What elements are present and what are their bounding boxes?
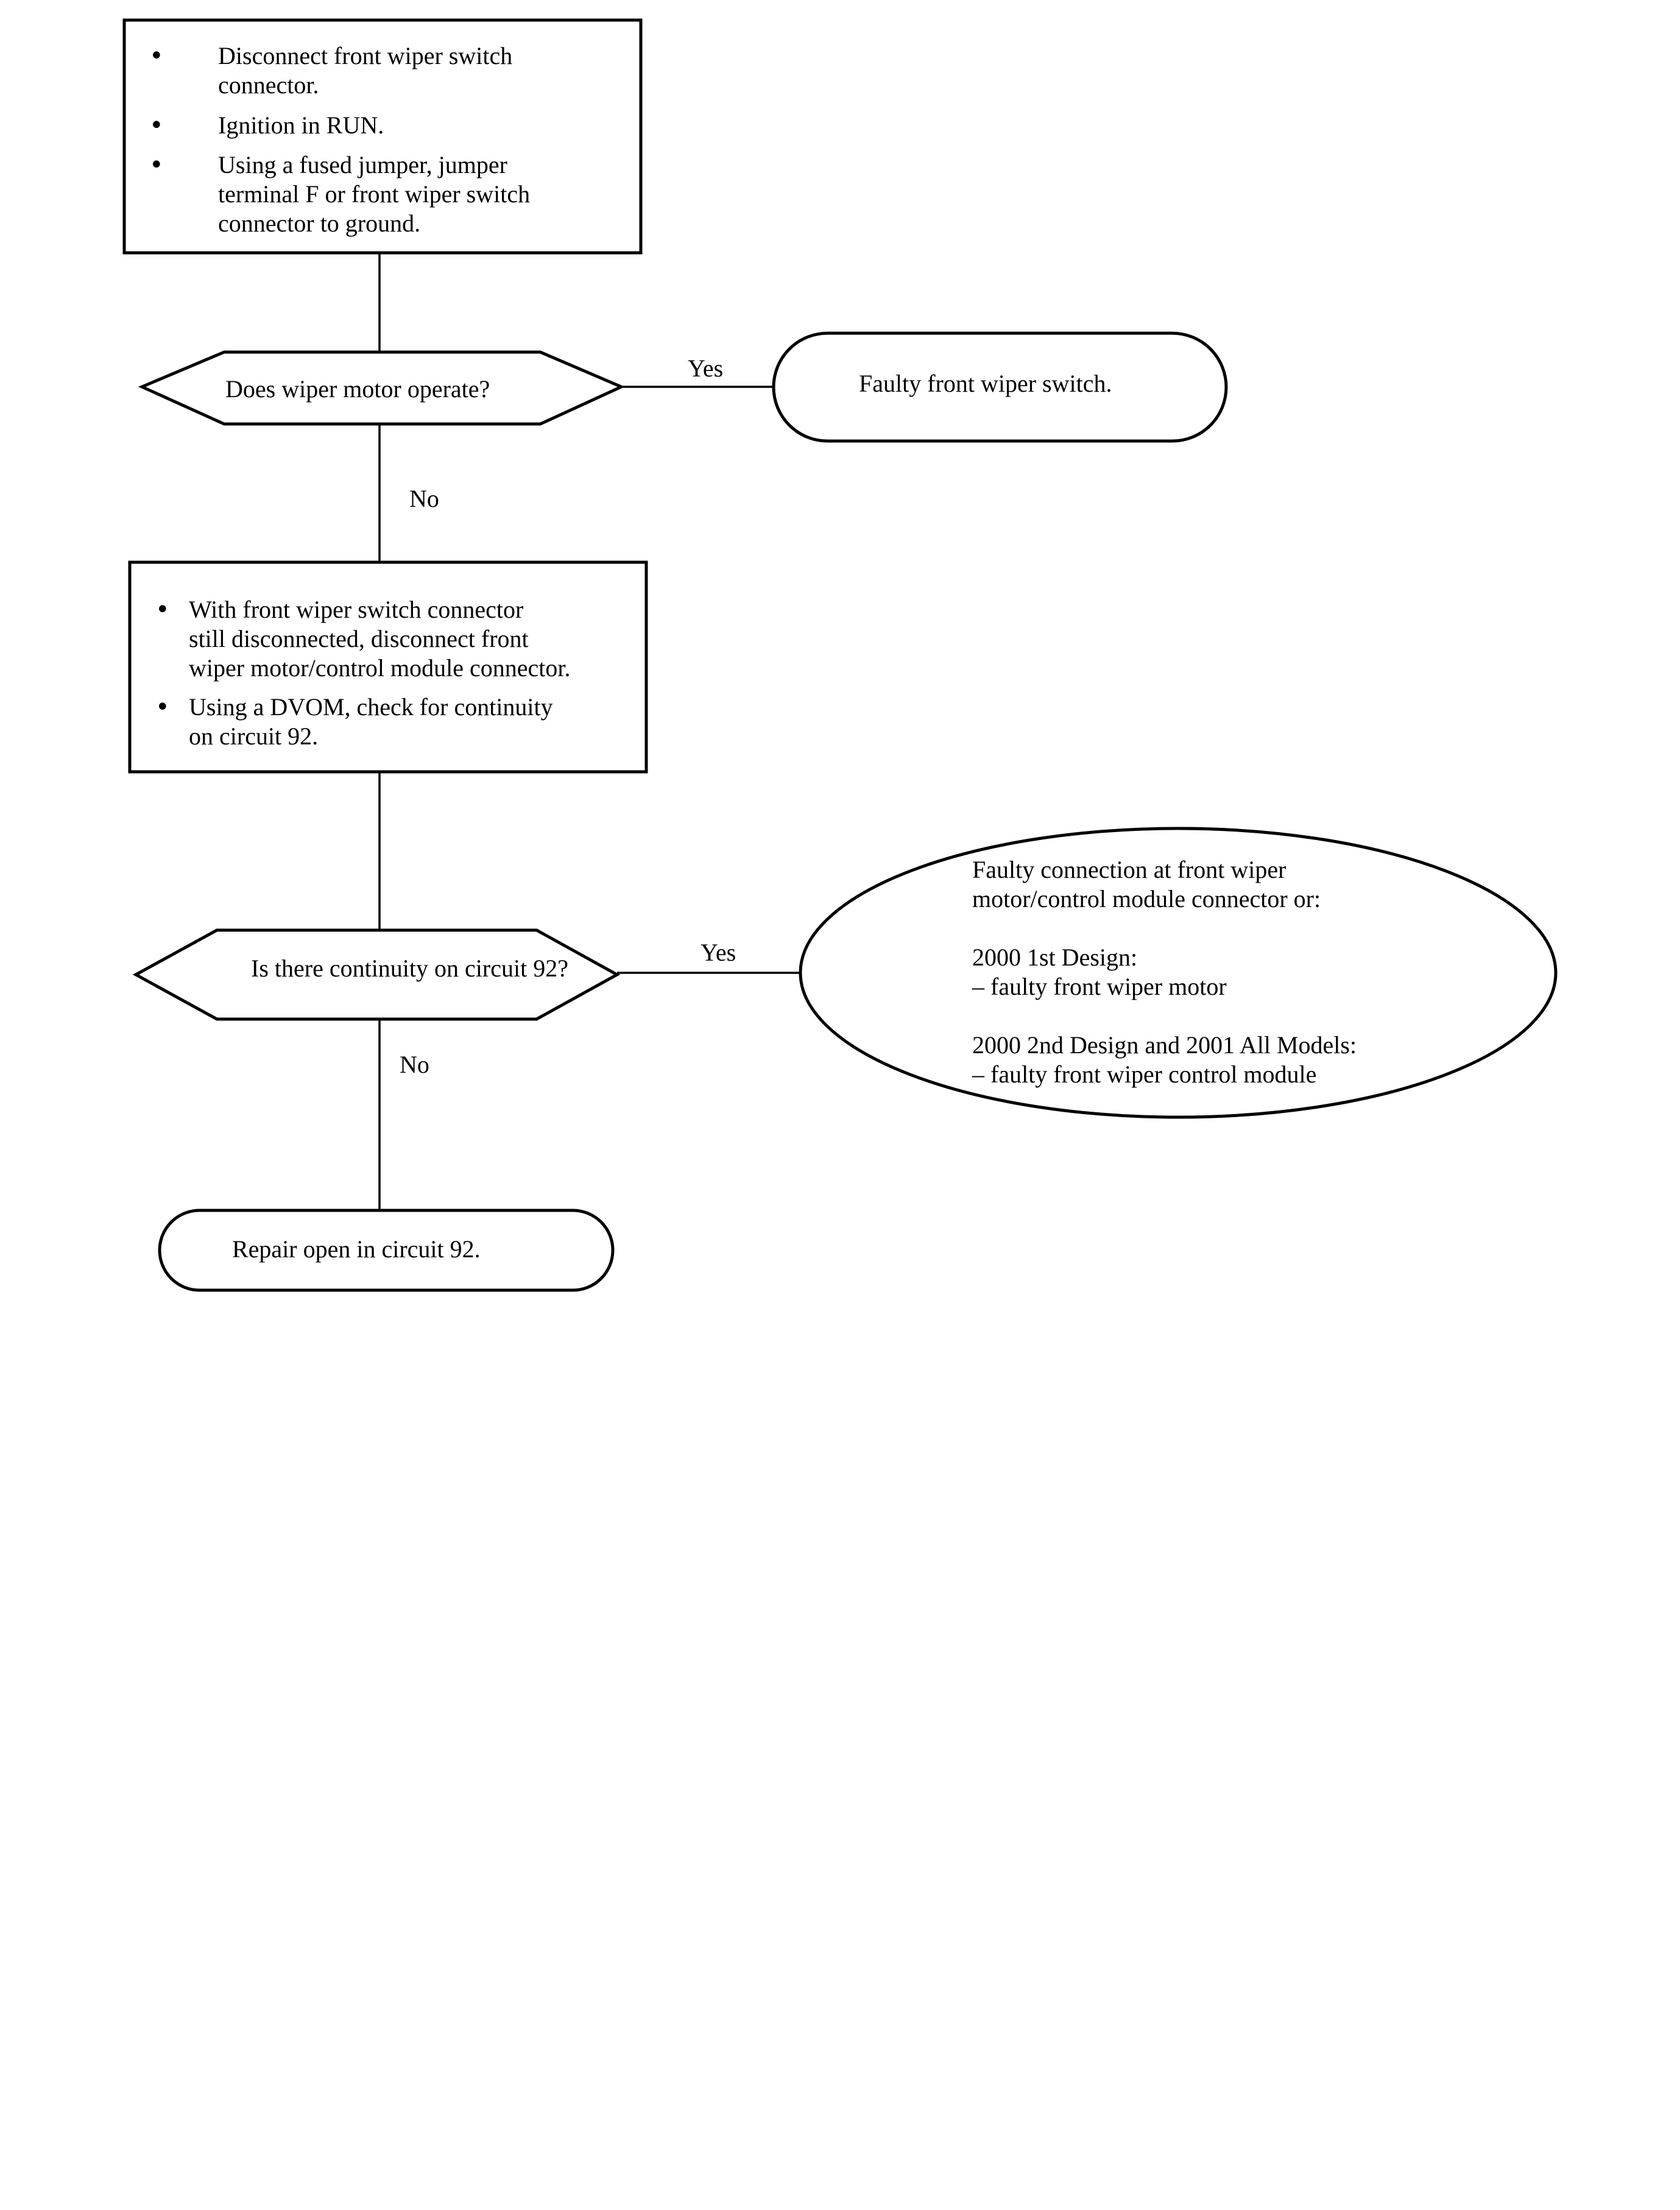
result-no2-terminal <box>158 1209 615 1292</box>
decision2-yes-label: Yes <box>701 939 736 966</box>
step1-text: •Disconnect front wiper switch connector… <box>149 41 530 249</box>
step1-item: •Ignition in RUN. <box>149 111 384 139</box>
result-yes2-line <box>972 914 1357 943</box>
result-yes2-line: – faulty front wiper motor <box>972 973 1227 1000</box>
decision1-yes-label: Yes <box>688 355 724 382</box>
result-yes2-line <box>972 1001 1357 1031</box>
bullet-icon: • <box>155 693 170 721</box>
result-yes1-terminal <box>772 331 1228 443</box>
bullet-icon: • <box>149 151 164 179</box>
bullet-icon: • <box>149 111 164 139</box>
result-yes2-terminal <box>799 827 1558 1119</box>
step1-item: •Disconnect front wiper switch connector… <box>149 42 513 99</box>
result-yes2-text: Faulty connection at front wiper motor/c… <box>972 855 1357 1089</box>
result-yes2-line: – faulty front wiper control module <box>972 1061 1317 1088</box>
result-no2-text: Repair open in circuit 92. <box>232 1235 481 1263</box>
result-yes2-line: Faulty connection at front wiper <box>972 856 1286 883</box>
decision2-question: Is there continuity on circuit 92? <box>251 955 568 982</box>
decision1-question: Does wiper motor operate? <box>225 375 490 403</box>
decision2-no-label: No <box>400 1051 429 1078</box>
result-yes1-text: Faulty front wiper switch. <box>859 370 1112 397</box>
decision2-diamond <box>132 928 621 1021</box>
result-yes2-line: 2000 2nd Design and 2001 All Models: <box>972 1031 1357 1059</box>
step2-text: •With front wiper switch connector still… <box>155 595 571 762</box>
result-yes2-line: motor/control module connector or: <box>972 885 1321 913</box>
result-yes2-line: 2000 1st Design: <box>972 944 1138 971</box>
bullet-icon: • <box>155 596 170 624</box>
step1-box <box>122 18 643 255</box>
step2-item: •With front wiper switch connector still… <box>155 596 571 682</box>
decision1-no-label: No <box>409 485 439 512</box>
step2-item: •Using a DVOM, check for continuity on c… <box>155 693 553 750</box>
decision1-diamond <box>138 350 626 426</box>
step1-item: •Using a fused jumper, jumper terminal F… <box>149 151 531 237</box>
bullet-icon: • <box>149 42 164 70</box>
step2-box <box>128 560 648 774</box>
